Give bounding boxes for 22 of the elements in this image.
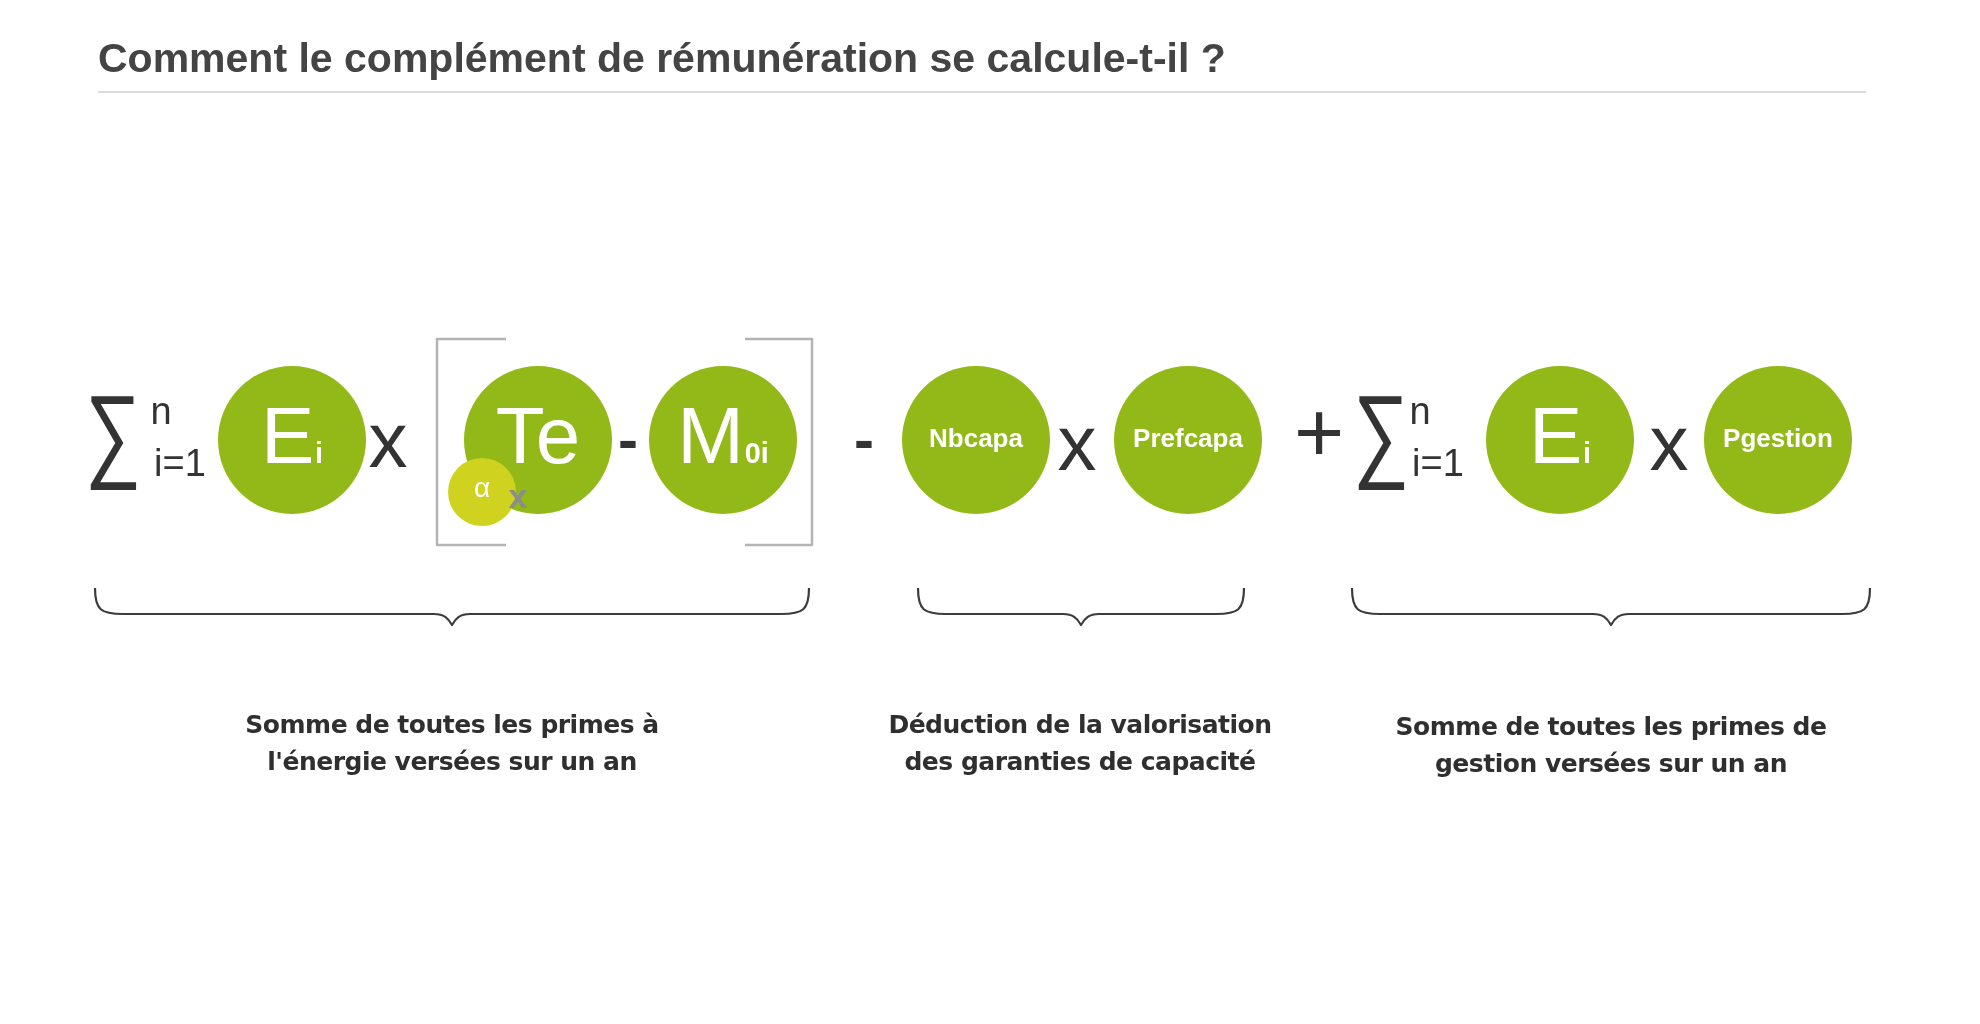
sum-symbol: ∑: [84, 373, 142, 493]
description-text: Déduction de la valorisation des garanties de capacité: [887, 709, 1273, 778]
variable-name: Pgestion: [1723, 425, 1833, 451]
multiply-sign: x: [1649, 404, 1689, 482]
sum-limit: n: [150, 391, 172, 433]
variable-name: Prefcapa: [1133, 425, 1243, 451]
plus-sign: +: [1293, 389, 1345, 475]
sum-limit: n: [1409, 391, 1431, 433]
sum-symbol: ∑: [1352, 373, 1410, 493]
multiply-sign: x: [508, 479, 528, 513]
description-text: Somme de toutes les primes à l'énergie versées sur un an: [244, 709, 660, 778]
variable-symbol: Te: [495, 396, 581, 476]
page-title: Comment le complément de rémunération se calcule-t-il ?: [98, 34, 1226, 82]
minus-sign: -: [618, 410, 638, 470]
description-text: Somme de toutes les primes de gestion versées sur un an: [1394, 711, 1828, 780]
sum-limit: i=1: [1412, 443, 1464, 485]
variable-name: Nbcapa: [929, 425, 1023, 451]
coefficient-symbol: α: [473, 474, 491, 502]
sum-limit: i=1: [154, 443, 206, 485]
minus-sign: -: [854, 410, 874, 470]
multiply-sign: x: [368, 401, 408, 479]
multiply-sign: x: [1057, 404, 1097, 482]
